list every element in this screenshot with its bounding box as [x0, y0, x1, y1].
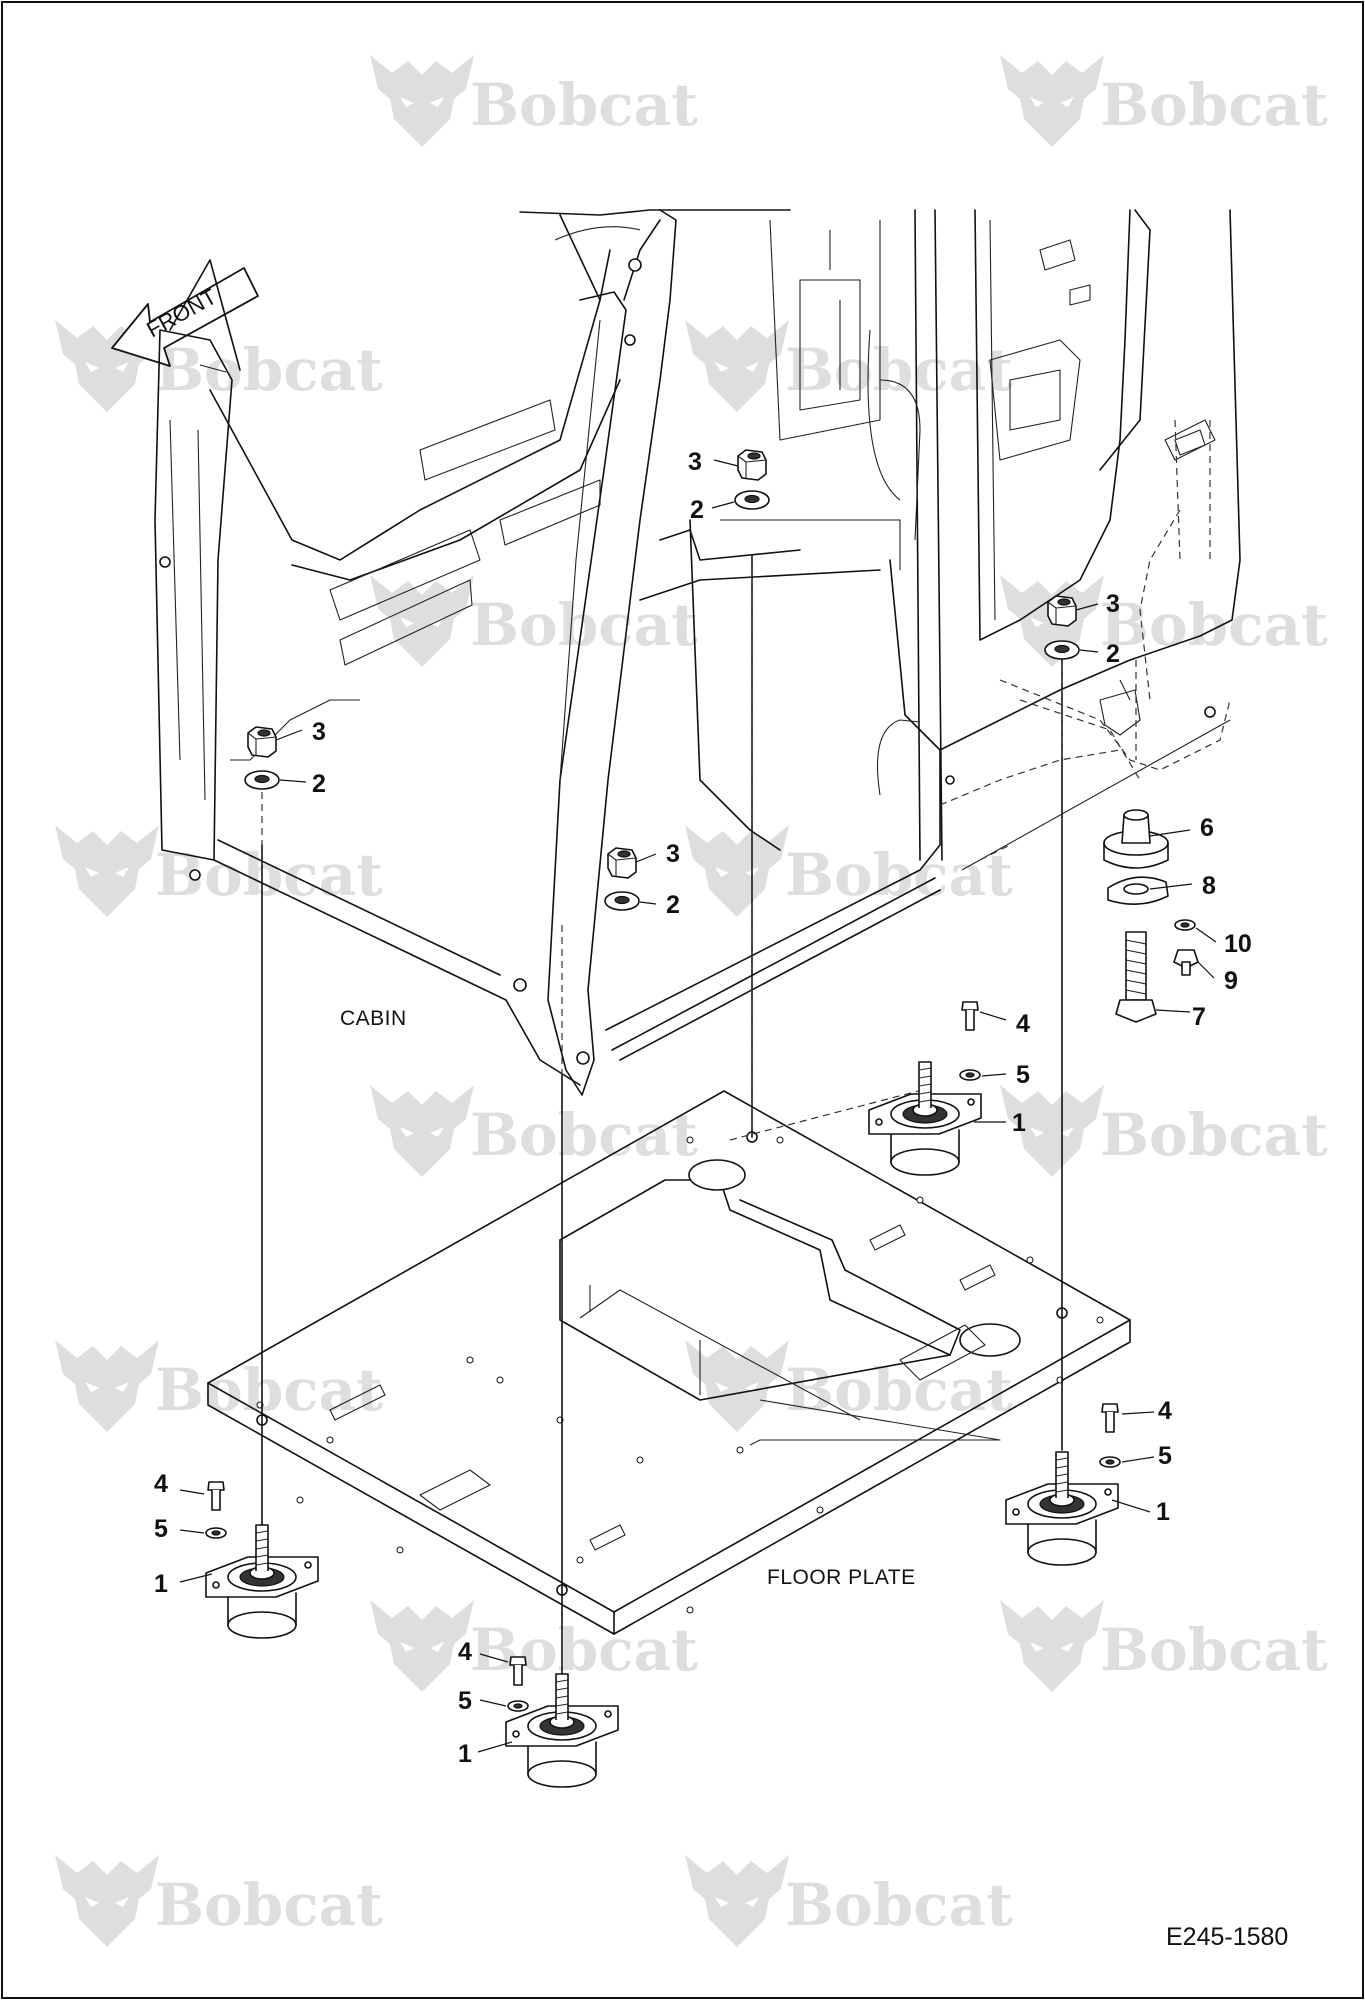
watermark-text: Bobcat — [155, 336, 383, 404]
watermark-text: Bobcat — [785, 336, 1013, 404]
callout-5: 5 — [1158, 1442, 1172, 1470]
cabin-label: CABIN — [340, 1007, 407, 1030]
watermark-text: Bobcat — [1100, 1101, 1328, 1169]
callout-1: 1 — [1156, 1498, 1170, 1526]
watermark-text: Bobcat — [470, 71, 698, 139]
cabin-frame — [154, 209, 1241, 1096]
callout-3: 3 — [312, 718, 326, 746]
watermark-text: Bobcat — [470, 1101, 698, 1169]
callout-8: 8 — [1202, 872, 1216, 900]
figure-id: E245-1580 — [1166, 1923, 1288, 1951]
callout-5: 5 — [154, 1515, 168, 1543]
watermark-text: Bobcat — [785, 1356, 1013, 1424]
callout-1: 1 — [458, 1740, 472, 1768]
callout-1: 1 — [1012, 1109, 1026, 1137]
watermark-text: Bobcat — [785, 1871, 1013, 1939]
callout-2: 2 — [1106, 640, 1120, 668]
callout-6: 6 — [1200, 814, 1214, 842]
callout-5: 5 — [458, 1687, 472, 1715]
floor-plate-label: FLOOR PLATE — [767, 1566, 916, 1589]
watermark-text: Bobcat — [1100, 1616, 1328, 1684]
callout-3: 3 — [1106, 590, 1120, 618]
rear-mount-stack — [1103, 809, 1199, 1023]
callout-10: 10 — [1224, 930, 1252, 958]
floor-plate — [207, 1090, 1131, 1635]
watermark-text: Bobcat — [470, 591, 698, 659]
watermark-text: Bobcat — [1100, 591, 1328, 659]
callout-5: 5 — [1016, 1061, 1030, 1089]
callout-2: 2 — [690, 496, 704, 524]
callout-4: 4 — [1158, 1397, 1172, 1425]
callout-7: 7 — [1192, 1003, 1206, 1031]
watermark-text: Bobcat — [155, 1356, 383, 1424]
callout-9: 9 — [1224, 967, 1238, 995]
callout-4: 4 — [458, 1638, 472, 1666]
watermark-text: Bobcat — [155, 1871, 383, 1939]
callout-numbers: 3 2 3 2 3 2 3 2 6 8 10 9 7 4 5 1 4 5 1 4… — [154, 448, 1252, 1768]
leader-lines — [179, 459, 1217, 1753]
callout-4: 4 — [1016, 1010, 1030, 1038]
watermark-text: Bobcat — [1100, 71, 1328, 139]
callout-3: 3 — [688, 448, 702, 476]
callout-2: 2 — [312, 770, 326, 798]
watermark-layer: Bobcat Bobcat Bobcat Bobcat Bobcat Bobca… — [55, 55, 1328, 1947]
callout-2: 2 — [666, 891, 680, 919]
callout-3: 3 — [666, 840, 680, 868]
watermark-text: Bobcat — [470, 1616, 698, 1684]
callout-1: 1 — [154, 1570, 168, 1598]
callout-4: 4 — [154, 1470, 168, 1498]
watermark-text: Bobcat — [785, 841, 1013, 909]
alignment-lines — [261, 554, 1137, 1691]
